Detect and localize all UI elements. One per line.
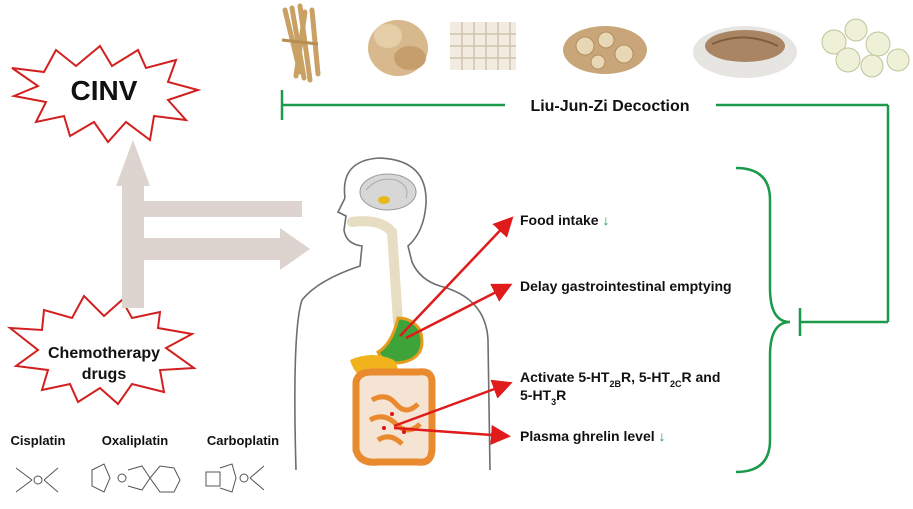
- human-figure: [294, 157, 491, 471]
- ginseng-root-image: [281, 3, 321, 83]
- cisplatin-structure: [15, 467, 59, 493]
- drug-carboplatin-label: Carboplatin: [207, 433, 279, 448]
- effect-5ht-receptors-line1: Activate 5-HT2BR, 5-HT2CR and: [520, 369, 720, 389]
- cinv-burst: [10, 44, 202, 144]
- chemo-label-line1: Chemotherapy: [48, 345, 160, 362]
- carboplatin-structure: [205, 463, 265, 493]
- red-arrows: [393, 216, 514, 445]
- chemo-label-line2: drugs: [82, 366, 127, 383]
- chemo-burst: [6, 294, 197, 406]
- effects-brace: [735, 166, 791, 474]
- decoction-label: Liu-Jun-Zi Decoction: [530, 98, 689, 115]
- pinellia-slices-image: [693, 26, 797, 78]
- tangerine-balls-image: [821, 18, 910, 78]
- atractylodes-image: [368, 20, 428, 76]
- effect-gastric-emptying: Delay gastrointestinal emptying: [520, 278, 732, 294]
- oxaliplatin-structure: [91, 463, 181, 493]
- brain: [359, 173, 417, 211]
- cinv-label: CINV: [71, 75, 138, 106]
- intestines: [352, 368, 436, 466]
- poria-cubes-image: [450, 22, 516, 70]
- esophagus: [347, 216, 411, 337]
- effect-5ht-receptors-line2: 5-HT3R: [520, 387, 566, 407]
- herb-photos: [281, 3, 910, 83]
- effect-food-intake: Food intake ↓: [520, 212, 609, 228]
- drug-oxaliplatin-label: Oxaliplatin: [102, 433, 169, 448]
- licorice-slices-image: [563, 26, 647, 74]
- gray-arrows: [116, 140, 310, 308]
- decoction-inhibition-path: [280, 90, 890, 336]
- drug-cisplatin-label: Cisplatin: [11, 433, 66, 448]
- effect-ghrelin: Plasma ghrelin level ↓: [520, 428, 666, 444]
